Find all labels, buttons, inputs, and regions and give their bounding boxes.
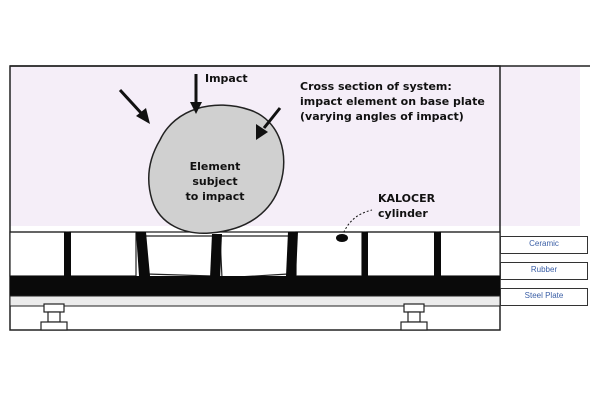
cross-section-line-1: Cross section of system: <box>300 80 452 93</box>
element-label-line-1: Element <box>189 160 241 173</box>
legend-ceramic: Ceramic <box>500 236 588 254</box>
ceramic-tile <box>69 231 137 277</box>
kalocer-label-line-2: cylinder <box>378 207 428 220</box>
impact-element <box>147 104 285 234</box>
cross-section-line-3: (varying angles of impact) <box>300 110 464 123</box>
element-label-line-2: subject <box>192 175 238 188</box>
bolt-shaft <box>407 311 421 323</box>
kalocer-cylinder <box>136 232 150 276</box>
ceramic-tile <box>439 231 501 277</box>
legend-rubber-text: Rubber <box>530 265 558 274</box>
legend-steel-plate: Steel Plate <box>500 288 588 306</box>
ceramic-tile <box>219 235 291 279</box>
legend-rubber: Rubber <box>500 262 588 280</box>
kalocer-cylinder <box>362 232 368 276</box>
legend-ceramic-text: Ceramic <box>529 239 559 248</box>
ceramic-tile <box>366 231 436 277</box>
bolt-nut-top <box>43 303 65 313</box>
rubber-layer <box>10 276 500 296</box>
element-label-line-3: to impact <box>185 190 245 203</box>
background-panel <box>10 66 580 226</box>
bolt-left <box>40 303 68 331</box>
kalocer-dot <box>336 234 348 242</box>
ceramic-tile <box>141 235 215 277</box>
kalocer-cylinder <box>210 234 222 280</box>
ceramic-tile <box>295 231 363 277</box>
arrow-left-diagonal-head-icon <box>136 108 150 124</box>
kalocer-cylinder <box>64 232 71 276</box>
steel-plate-layer <box>9 295 501 307</box>
impact-arrows <box>118 74 282 140</box>
kalocer-cylinder <box>286 232 298 276</box>
bolt-right <box>400 303 428 331</box>
kalocer-cylinders <box>64 232 441 280</box>
arrow-left-diagonal-icon <box>118 88 144 116</box>
kalocer-cylinder <box>434 232 441 276</box>
ceramic-layer <box>9 231 501 279</box>
bolt-head <box>400 321 428 331</box>
arrow-right-diagonal-icon <box>262 107 282 129</box>
ceramic-tile <box>9 231 66 277</box>
kalocer-leader-line <box>341 209 373 237</box>
impact-label: Impact <box>205 72 248 85</box>
bolt-head <box>40 321 68 331</box>
arrow-vertical-head-icon <box>190 102 202 114</box>
kalocer-label-line-1: KALOCER <box>378 192 436 205</box>
bolt-nut-top <box>403 303 425 313</box>
arrow-right-diagonal-head-icon <box>256 124 268 140</box>
legend-steel-plate-text: Steel Plate <box>524 291 564 300</box>
cross-section-line-2: impact element on base plate <box>300 95 485 108</box>
bolt-shaft <box>47 311 61 323</box>
